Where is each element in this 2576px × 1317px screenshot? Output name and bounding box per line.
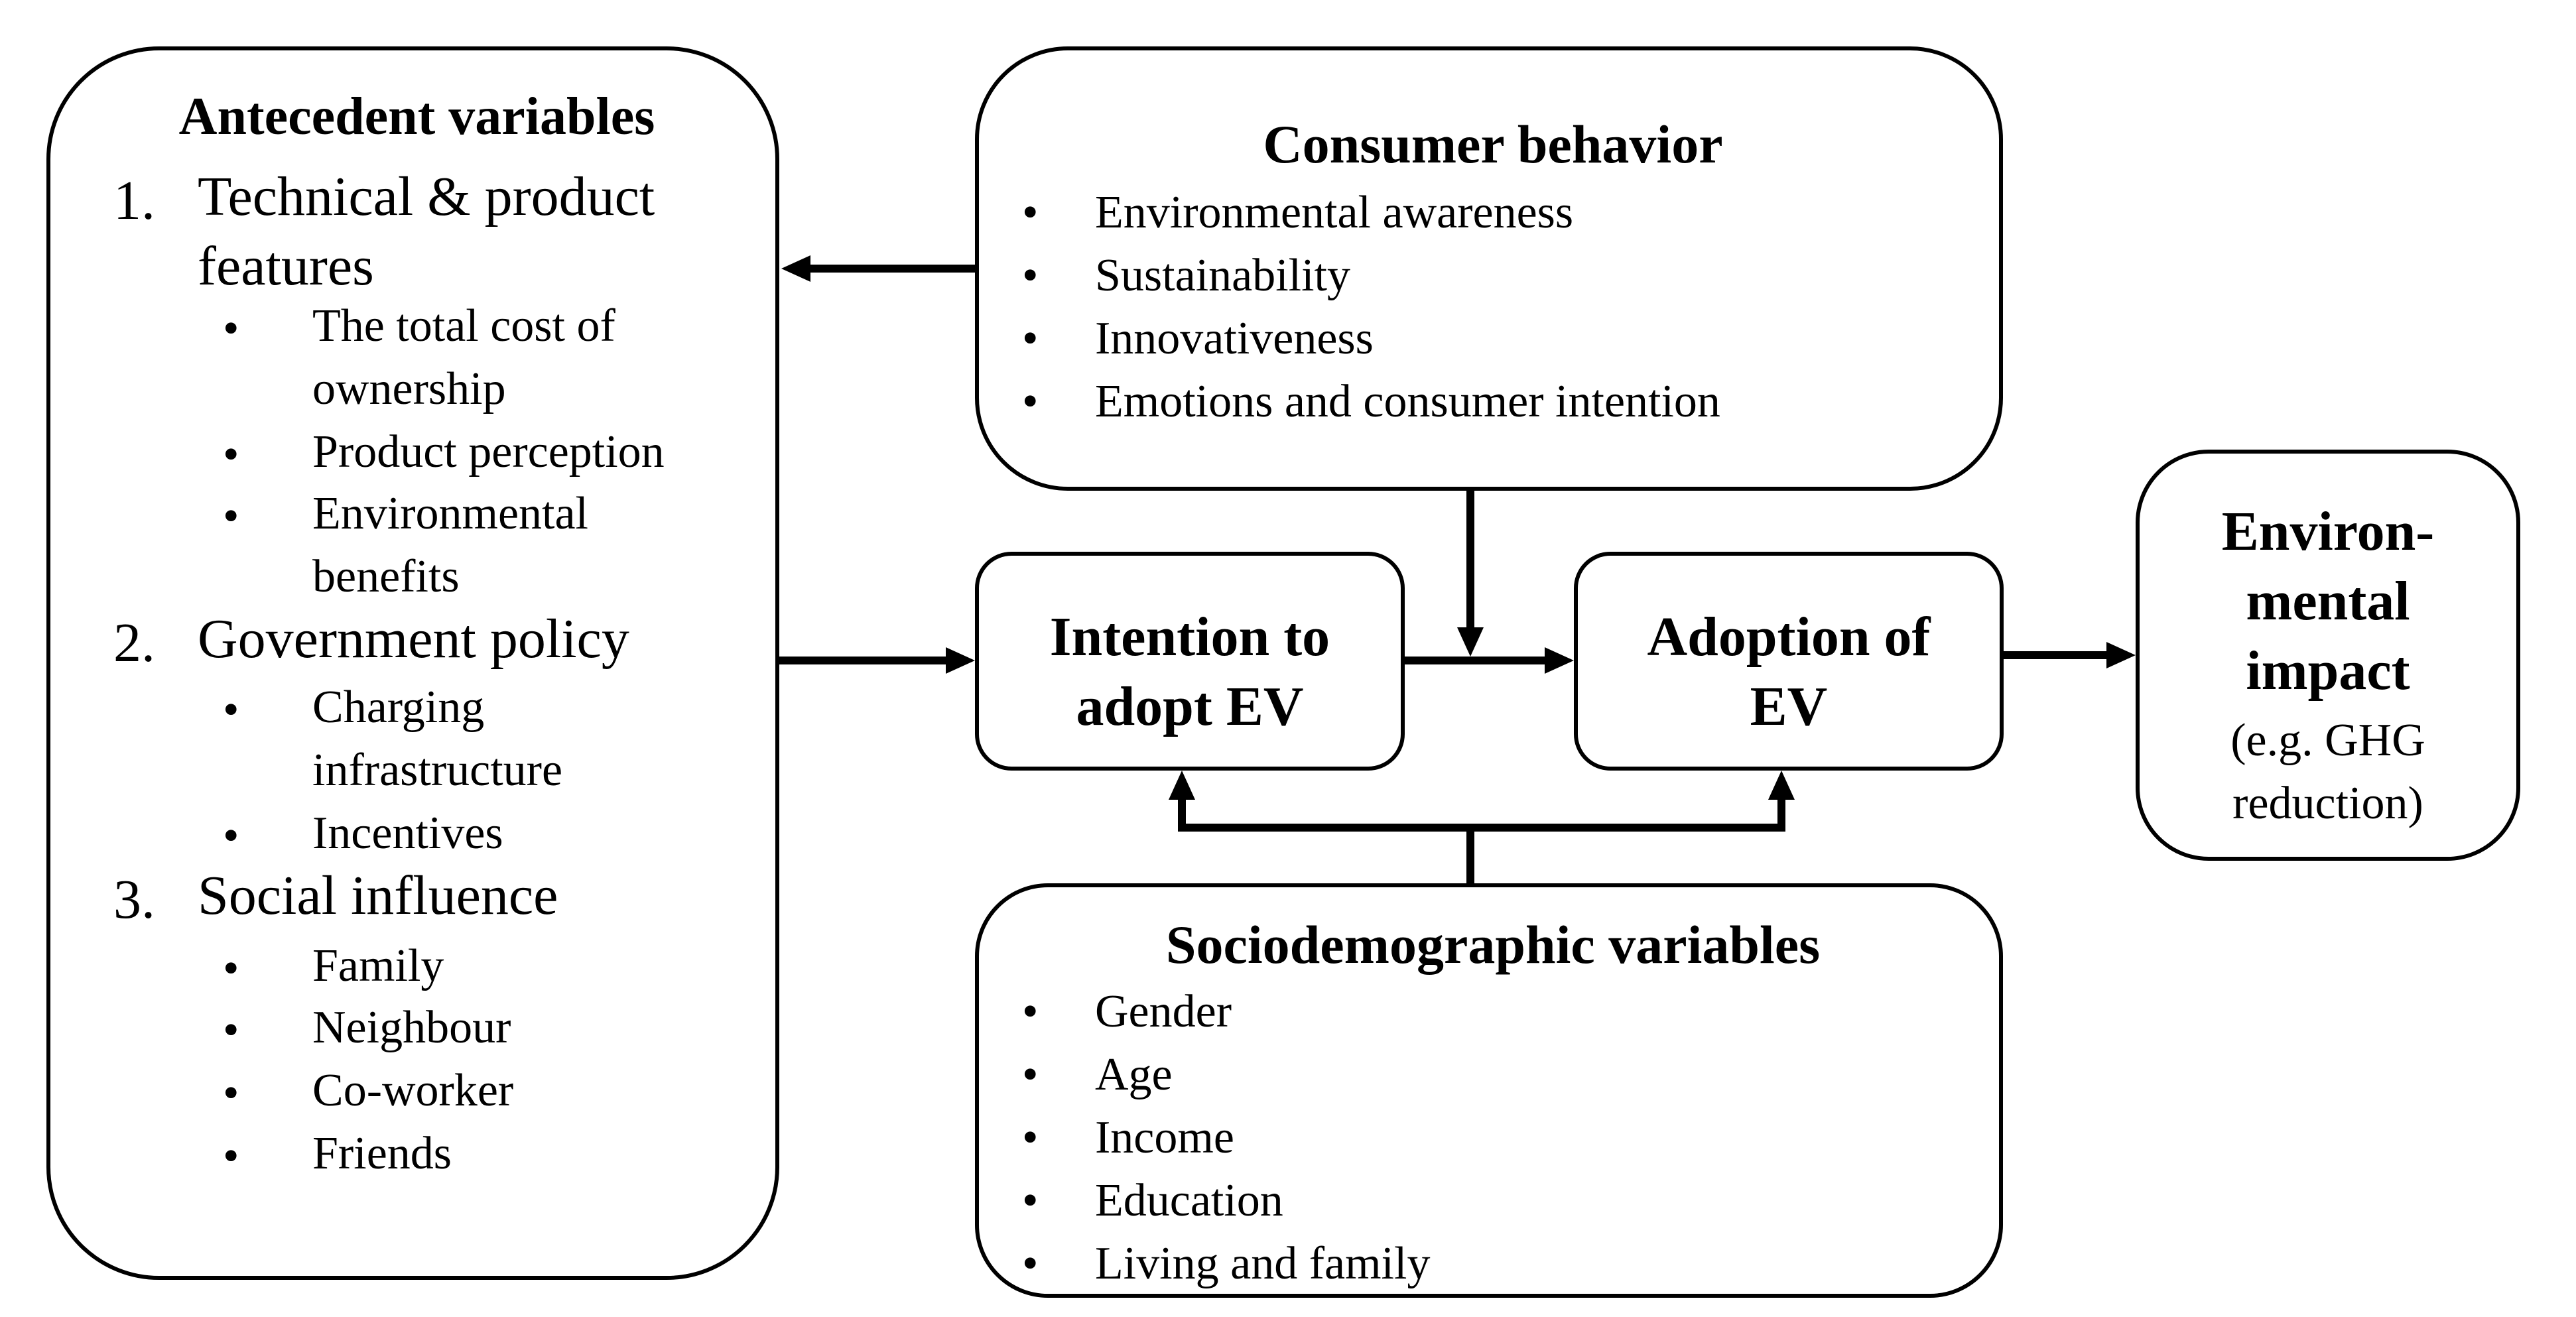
label-line: mental <box>2246 570 2410 632</box>
bullet: • <box>223 943 239 994</box>
bullet: • <box>1022 376 1039 427</box>
arrowhead-right <box>2106 642 2136 668</box>
antecedent-title: Antecedent variables <box>178 88 655 146</box>
consumer-behavior-box: Consumer behavior • Environmental awaren… <box>975 46 2003 491</box>
list-item-line: Product perception <box>312 426 665 477</box>
bullet: • <box>223 684 239 735</box>
group-number: 3. <box>113 869 155 930</box>
list-item: The total cost of ownership <box>312 294 615 420</box>
bullet: • <box>1022 250 1039 301</box>
adoption-label: Adoption of EV <box>1578 602 2000 741</box>
label-line: Adoption of <box>1647 606 1931 668</box>
group-label: Social influence <box>198 861 558 930</box>
list-item: Living and family <box>1095 1238 1431 1289</box>
label-line: Environ- <box>2221 501 2435 562</box>
arrowhead-right <box>1545 647 1574 674</box>
label-line: adopt EV <box>1076 676 1304 737</box>
list-item: Charging infrastructure <box>312 676 562 802</box>
label-line: EV <box>1750 676 1828 737</box>
arrowhead-down <box>1457 627 1484 657</box>
list-item: Environmental benefits <box>312 482 588 608</box>
label-line: impact <box>2246 640 2410 702</box>
consumer-title: Consumer behavior <box>1263 114 1723 174</box>
list-item-line: Neighbour <box>312 1002 511 1053</box>
list-item-line: infrastructure <box>312 745 563 796</box>
socio-title: Sociodemographic variables <box>1165 914 1821 975</box>
intention-box: Intention to adopt EV <box>975 552 1405 771</box>
list-item: Education <box>1095 1175 1283 1226</box>
bullet: • <box>223 303 239 354</box>
bullet: • <box>223 491 239 542</box>
group-label: Technical & product features <box>198 162 655 301</box>
list-item: Family <box>312 934 444 997</box>
list-item: Co-worker <box>312 1059 513 1122</box>
bullet: • <box>223 429 239 480</box>
list-item-line: benefits <box>312 551 460 602</box>
group-number: 1. <box>113 170 155 231</box>
list-item: Incentives <box>312 802 503 865</box>
group-label-line: features <box>198 235 374 297</box>
group-label-line: Technical & product <box>198 166 655 227</box>
bullet: • <box>1022 1049 1039 1100</box>
list-item-line: ownership <box>312 363 506 414</box>
label-line: Intention to <box>1049 606 1330 668</box>
arrowhead-left <box>781 255 810 282</box>
bullet: • <box>223 1131 239 1182</box>
list-item: Age <box>1095 1049 1173 1100</box>
bullet: • <box>1022 187 1039 238</box>
list-item-line: The total cost of <box>312 300 615 351</box>
list-item: Friends <box>312 1122 452 1185</box>
arrowhead-up <box>1169 771 1195 800</box>
group-label-line: Social influence <box>198 865 558 926</box>
bullet: • <box>1022 1238 1039 1289</box>
bullet: • <box>1022 1175 1039 1226</box>
list-item: Gender <box>1095 986 1232 1037</box>
impact-label: Environ- mental impact <box>2140 497 2516 706</box>
label-line: (e.g. GHG <box>2230 715 2425 766</box>
list-item-line: Family <box>312 940 444 991</box>
impact-example: (e.g. GHG reduction) <box>2140 709 2516 835</box>
intention-label: Intention to adopt EV <box>979 602 1401 741</box>
list-item: Income <box>1095 1112 1234 1163</box>
list-item-line: Friends <box>312 1128 452 1179</box>
list-item-line: Environmental <box>312 488 589 539</box>
bullet: • <box>223 810 239 861</box>
list-item: Product perception <box>312 420 665 483</box>
sociodemographic-box: Sociodemographic variables • Gender • Ag… <box>975 883 2003 1298</box>
bullet: • <box>1022 313 1039 364</box>
group-label-line: Government policy <box>198 608 629 670</box>
list-item-line: Co-worker <box>312 1065 514 1116</box>
list-item: Environmental awareness <box>1095 187 1574 238</box>
list-item: Innovativeness <box>1095 313 1374 364</box>
label-line: reduction) <box>2232 778 2423 829</box>
bullet: • <box>1022 986 1039 1037</box>
environmental-impact-box: Environ- mental impact (e.g. GHG reducti… <box>2136 450 2520 861</box>
arrowhead-right <box>946 647 975 674</box>
bullet: • <box>1022 1112 1039 1163</box>
arrowhead-up <box>1768 771 1795 800</box>
bullet: • <box>223 1005 239 1056</box>
antecedent-variables-box: Antecedent variables 1. Technical & prod… <box>46 46 779 1280</box>
list-item: Emotions and consumer intention <box>1095 376 1720 427</box>
list-item: Sustainability <box>1095 250 1350 301</box>
list-item-line: Incentives <box>312 808 503 859</box>
list-item: Neighbour <box>312 996 511 1059</box>
group-number: 2. <box>113 612 155 674</box>
adoption-box: Adoption of EV <box>1574 552 2004 771</box>
group-label: Government policy <box>198 604 629 674</box>
list-item-line: Charging <box>312 682 485 733</box>
bullet: • <box>223 1068 239 1119</box>
